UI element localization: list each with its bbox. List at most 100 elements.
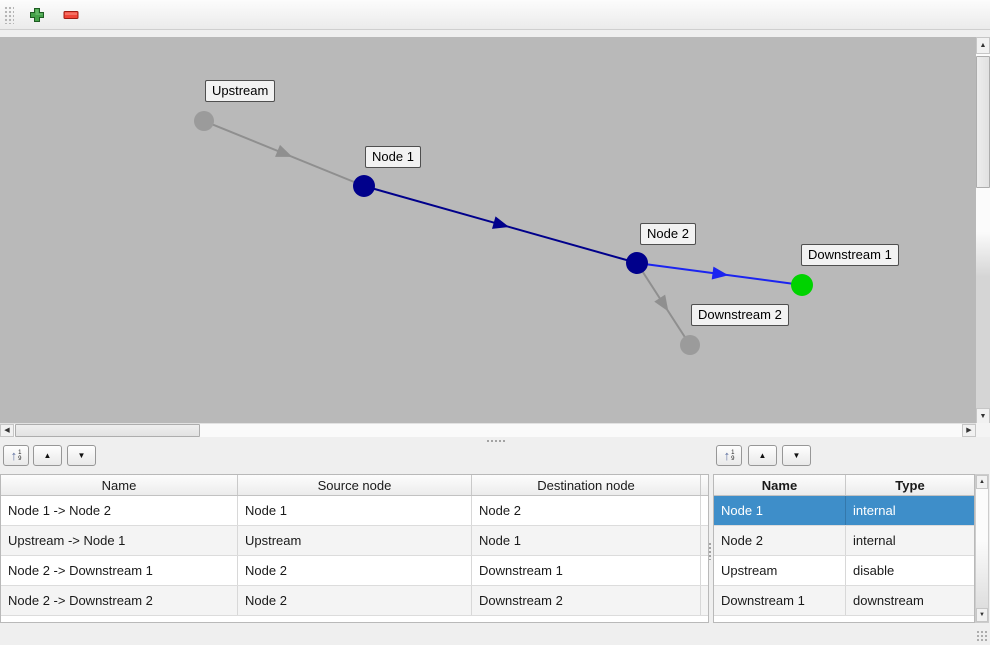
- canvas-horizontal-scrollbar[interactable]: ◀ ▶: [0, 423, 976, 437]
- up-arrow-icon: ▲: [979, 479, 985, 485]
- cell-name[interactable]: Downstream 1: [714, 586, 846, 615]
- cell-source[interactable]: Upstream: [238, 526, 472, 555]
- cell-name[interactable]: Node 2 -> Downstream 2: [1, 586, 238, 615]
- cell-destination[interactable]: Node 2: [472, 496, 701, 525]
- scroll-down-button[interactable]: ▼: [976, 608, 988, 622]
- splitter-grip-icon: [486, 439, 506, 443]
- edge-arrow-icon: [711, 266, 729, 280]
- node-label-node-1[interactable]: Node 1: [365, 146, 421, 168]
- cell-name[interactable]: Node 1: [714, 496, 846, 525]
- cell-source[interactable]: Node 1: [238, 496, 472, 525]
- vertical-scroll-thumb[interactable]: [976, 56, 990, 188]
- scroll-up-button[interactable]: ▲: [976, 37, 990, 54]
- cell-type[interactable]: internal: [853, 533, 896, 548]
- horizontal-scroll-thumb[interactable]: [15, 424, 200, 437]
- nodes-table-scrollbar[interactable]: ▲ ▼: [975, 474, 989, 623]
- edge-arrow-icon: [491, 216, 510, 229]
- up-arrow-icon: ▲: [43, 450, 52, 460]
- table-row[interactable]: Upstream disable: [714, 556, 974, 586]
- scroll-up-button[interactable]: ▲: [976, 475, 988, 489]
- cell-name[interactable]: Upstream: [714, 556, 846, 585]
- nodes-table: Name Type Node 1 internal Node 2 interna…: [713, 474, 975, 623]
- add-button[interactable]: [23, 2, 51, 28]
- cell-name[interactable]: Node 2: [714, 526, 846, 555]
- table-row[interactable]: Downstream 1 downstream: [714, 586, 974, 616]
- cell-source[interactable]: Node 2: [238, 556, 472, 585]
- column-header-name[interactable]: Name: [714, 475, 846, 495]
- graph-node-downstream-1[interactable]: [791, 274, 813, 296]
- down-arrow-icon: ▼: [77, 450, 86, 460]
- cell-destination[interactable]: Downstream 2: [472, 586, 701, 615]
- column-header-name[interactable]: Name: [1, 475, 238, 495]
- cell-destination[interactable]: Downstream 1: [472, 556, 701, 585]
- cell-name[interactable]: Node 1 -> Node 2: [1, 496, 238, 525]
- cell-name[interactable]: Upstream -> Node 1: [1, 526, 238, 555]
- horizontal-splitter[interactable]: [0, 437, 990, 445]
- remove-button[interactable]: [57, 2, 85, 28]
- node-label-downstream-1[interactable]: Downstream 1: [801, 244, 899, 266]
- scrollbar-corner: [976, 423, 990, 437]
- empty-row: [1, 616, 708, 622]
- edges-move-up-button[interactable]: ▲: [33, 445, 62, 466]
- toolbar-grip[interactable]: [4, 5, 14, 24]
- graph-node-downstream-2[interactable]: [680, 335, 700, 355]
- cell-stub: [701, 586, 708, 615]
- graph-node-upstream[interactable]: [194, 111, 214, 131]
- down-arrow-icon: ▼: [979, 413, 987, 420]
- node-label-upstream[interactable]: Upstream: [205, 80, 276, 102]
- table-row[interactable]: Node 2 -> Downstream 2 Node 2 Downstream…: [1, 586, 708, 616]
- cell-type[interactable]: disable: [853, 563, 895, 578]
- cell-destination[interactable]: Node 1: [472, 526, 701, 555]
- table-row[interactable]: Node 1 internal: [714, 496, 974, 526]
- edges-table: Name Source node Destination node Node 1…: [0, 474, 709, 623]
- window-resize-grip[interactable]: [976, 630, 988, 642]
- table-row[interactable]: Node 2 internal: [714, 526, 974, 556]
- cell-name[interactable]: Node 2 -> Downstream 1: [1, 556, 238, 585]
- scroll-right-button[interactable]: ▶: [962, 424, 976, 437]
- main-toolbar: [0, 0, 990, 30]
- graph-svg: [194, 111, 813, 355]
- canvas-vertical-scrollbar[interactable]: ▲ ▼: [976, 37, 990, 425]
- edge-arrow-icon: [654, 294, 669, 312]
- empty-row: [714, 616, 974, 622]
- edge-arrow-icon: [275, 144, 293, 157]
- cell-type[interactable]: internal: [853, 503, 896, 518]
- column-header-destination-node[interactable]: Destination node: [472, 475, 701, 495]
- node-label-downstream-2[interactable]: Downstream 2: [691, 304, 789, 326]
- edges-table-header: Name Source node Destination node: [1, 475, 708, 496]
- cell-stub: [701, 496, 708, 525]
- graph-node-node-2[interactable]: [626, 252, 648, 274]
- graph-node-node-1[interactable]: [353, 175, 375, 197]
- edges-move-down-button[interactable]: ▼: [67, 445, 96, 466]
- down-arrow-icon: ▼: [979, 612, 985, 618]
- up-arrow-icon: ▲: [979, 42, 987, 49]
- scroll-left-button[interactable]: ◀: [0, 424, 14, 437]
- up-arrow-icon: ▲: [758, 450, 767, 460]
- node-label-node-2[interactable]: Node 2: [640, 223, 696, 245]
- left-arrow-icon: ◀: [4, 427, 10, 434]
- table-row[interactable]: Node 1 -> Node 2 Node 1 Node 2: [1, 496, 708, 526]
- splitter-grip-icon: [708, 542, 713, 560]
- minus-icon: [63, 10, 79, 19]
- down-arrow-icon: ▼: [792, 450, 801, 460]
- cell-source[interactable]: Node 2: [238, 586, 472, 615]
- nodes-move-up-button[interactable]: ▲: [748, 445, 777, 466]
- cell-stub: [701, 556, 708, 585]
- nodes-move-down-button[interactable]: ▼: [782, 445, 811, 466]
- column-header-type[interactable]: Type: [895, 477, 925, 493]
- table-row[interactable]: Node 2 -> Downstream 1 Node 2 Downstream…: [1, 556, 708, 586]
- right-arrow-icon: ▶: [966, 427, 972, 434]
- table-row[interactable]: Upstream -> Node 1 Upstream Node 1: [1, 526, 708, 556]
- column-header-stub: [701, 475, 708, 495]
- nodes-table-header: Name Type: [714, 475, 974, 496]
- column-header-source-node[interactable]: Source node: [238, 475, 472, 495]
- vertical-splitter[interactable]: [708, 474, 713, 623]
- plus-icon: [30, 7, 44, 22]
- cell-type[interactable]: downstream: [853, 593, 924, 608]
